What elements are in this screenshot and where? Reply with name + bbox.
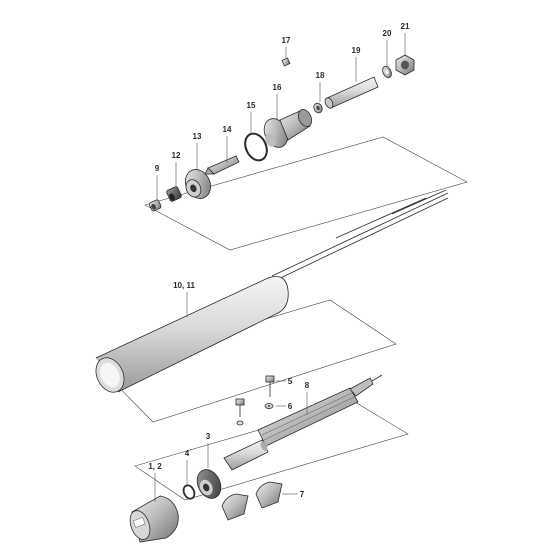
callout-5: 5 [288, 377, 293, 386]
callout-18: 18 [316, 71, 325, 80]
callout-14: 14 [223, 125, 232, 134]
callout-1-2: 1, 2 [148, 462, 162, 471]
callout-15: 15 [247, 101, 256, 110]
callout-13: 13 [193, 132, 202, 141]
part-16-bevel-gear [263, 109, 313, 148]
part-10-11-tube [95, 276, 289, 393]
callout-3: 3 [206, 432, 211, 441]
callout-17: 17 [282, 36, 291, 45]
callout-20: 20 [383, 29, 392, 38]
callout-labels: 21 17 20 19 18 16 15 14 13 12 9 10, 11 5… [148, 22, 410, 499]
part-19-spindle [324, 76, 379, 109]
upper-assembly-plane [144, 136, 468, 251]
callout-12: 12 [172, 151, 181, 160]
callout-7: 7 [300, 490, 305, 499]
part-4-circlip [182, 484, 196, 500]
callout-10-11: 10, 11 [173, 281, 195, 290]
part-20-washer [382, 65, 392, 79]
part-12-bearing [166, 186, 182, 202]
callout-9: 9 [155, 164, 160, 173]
part-7-clamp-halves [221, 481, 283, 521]
part-screw-left [235, 398, 245, 426]
part-13-housing [185, 169, 211, 199]
part-18-washer [313, 102, 323, 114]
callout-21: 21 [401, 22, 410, 31]
part-6-washer [264, 403, 274, 409]
callout-8: 8 [305, 381, 310, 390]
part-8-splined-shaft [257, 374, 383, 447]
part-shaft-body [223, 439, 269, 471]
part-21-nut [395, 54, 415, 76]
callout-19: 19 [352, 46, 361, 55]
part-9-sleeve [149, 199, 162, 212]
part-15-o-ring [244, 132, 268, 162]
callout-4: 4 [185, 449, 190, 458]
leader-lines [154, 33, 406, 502]
part-14-pin [204, 155, 240, 175]
part-5-screw [265, 375, 275, 397]
drive-shaft [271, 189, 449, 283]
part-1-2-cap [129, 495, 179, 543]
callout-6: 6 [288, 402, 293, 411]
part-17-screw [281, 57, 291, 67]
callout-16: 16 [273, 83, 282, 92]
part-3-bearing [196, 469, 222, 499]
